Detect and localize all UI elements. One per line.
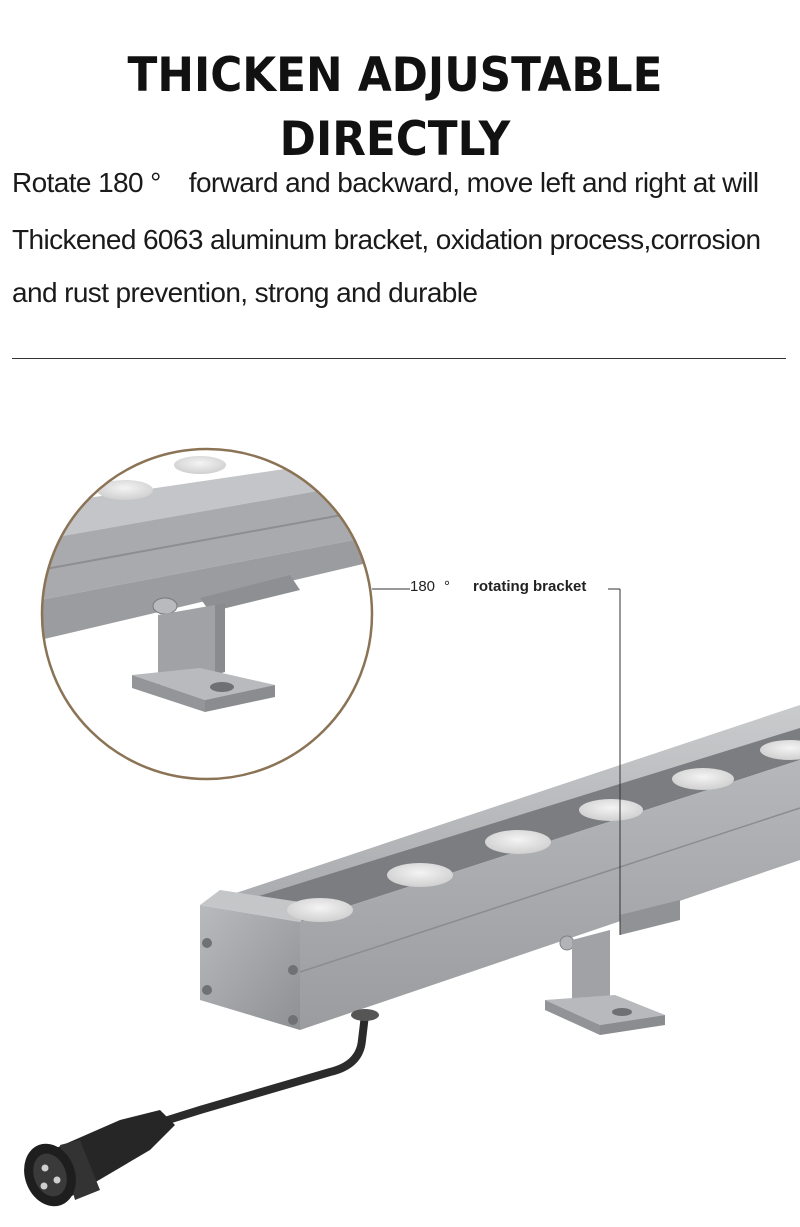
product-illustration xyxy=(24,447,800,1207)
rotation-text: Rotate 180 ° xyxy=(12,167,161,198)
movement-text: forward and backward, move left and righ… xyxy=(188,167,759,198)
light-bar xyxy=(200,705,800,1030)
callout-angle: 180 xyxy=(410,578,436,595)
power-cable xyxy=(24,1009,379,1207)
description-line-1: Rotate 180 ° forward and backward, move l… xyxy=(12,165,792,201)
lens-icon xyxy=(287,898,353,922)
mounting-bracket xyxy=(545,900,680,1035)
description-line-2: Thickened 6063 aluminum bracket, oxidati… xyxy=(12,224,761,255)
callout-label: 180 ° rotating bracket xyxy=(410,578,586,595)
callout-lines xyxy=(372,588,621,935)
description-line-3: and rust prevention, strong and durable xyxy=(12,277,478,308)
section-divider xyxy=(12,358,786,359)
page-headline: THICKEN ADJUSTABLE DIRECTLY xyxy=(127,48,663,167)
screw-icon xyxy=(202,938,212,948)
waterproof-connector-icon xyxy=(24,1110,175,1207)
degree-symbol: ° xyxy=(444,578,451,595)
zoom-circle-border xyxy=(40,447,374,781)
callout-bracket-label: rotating bracket xyxy=(473,578,587,595)
zoom-detail xyxy=(40,447,374,781)
